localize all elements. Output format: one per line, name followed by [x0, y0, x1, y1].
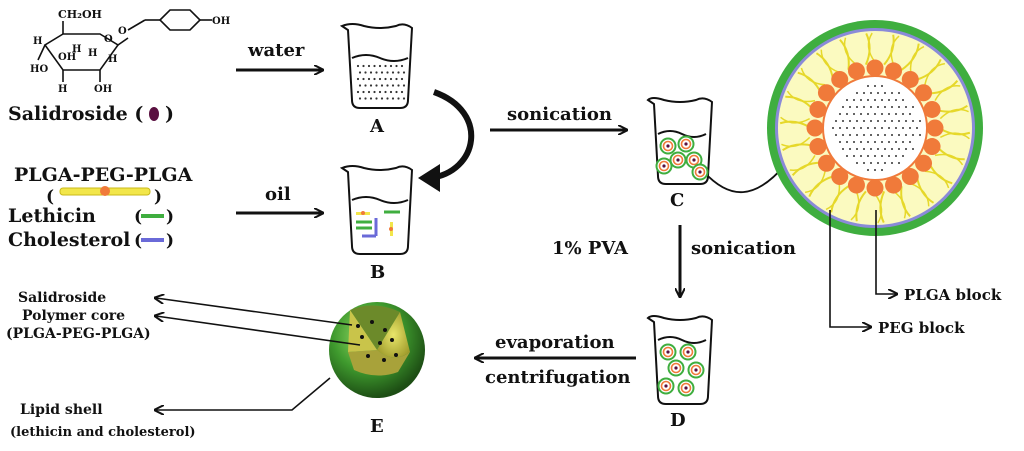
zoom-arrow — [703, 165, 785, 194]
oil-label: oil — [265, 184, 291, 205]
peg-block-label: PEG block — [878, 319, 965, 337]
polymer-core-detail: (PLGA-PEG-PLGA) — [6, 326, 151, 342]
salidroside-part-label: Salidroside — [18, 290, 106, 306]
beaker-b-label: B — [370, 262, 385, 283]
particle-e — [329, 302, 425, 398]
beaker-a-label: A — [369, 116, 385, 137]
plga-block-label: PLGA block — [904, 286, 1002, 304]
plga-peg-plga-label: PLGA-PEG-PLGA — [14, 164, 193, 186]
polymer-core-label: Polymer core — [22, 308, 125, 324]
lipid-shell-label: Lipid shell — [20, 402, 103, 418]
salidroside-dot — [149, 107, 159, 121]
paren-close: ) — [154, 187, 162, 207]
nanoparticle-cross-section — [767, 20, 983, 236]
core-leader — [156, 316, 361, 346]
svg-text:H: H — [58, 84, 67, 95]
lethicin-label: Lethicin — [8, 205, 96, 227]
ho-label: HO — [30, 64, 48, 75]
svg-text:(: ( — [134, 207, 142, 227]
pva-label: 1% PVA — [552, 238, 629, 259]
phenol-oh-label: OH — [212, 16, 230, 27]
svg-text:OH: OH — [58, 52, 76, 63]
curved-arrow — [429, 89, 475, 181]
salidroside-leader — [156, 298, 353, 326]
svg-text:O: O — [118, 26, 127, 37]
particle-e-label: E — [370, 416, 384, 437]
beaker-c-label: C — [670, 190, 684, 211]
svg-text:H: H — [88, 48, 97, 59]
copolymer-icon — [59, 186, 151, 196]
salidroside-label-close: ) — [165, 103, 174, 125]
ring-oxygen-label: O — [104, 34, 113, 45]
ch2oh-label: CH₂OH — [58, 8, 102, 21]
svg-text:H: H — [72, 44, 81, 55]
evaporation-label: evaporation — [495, 332, 615, 353]
beaker-d-label: D — [670, 410, 686, 431]
svg-text:H: H — [108, 54, 117, 65]
peg-leader — [829, 210, 870, 327]
plga-leader — [875, 210, 896, 294]
lipid-shell-detail: (lethicin and cholesterol) — [10, 425, 196, 440]
svg-text:): ) — [166, 207, 174, 227]
beaker-d — [646, 315, 714, 405]
h-label: H — [33, 36, 42, 47]
svg-text:OH: OH — [94, 84, 112, 95]
beaker-a — [339, 23, 414, 109]
paren-open: ( — [46, 187, 54, 207]
salidroside-structure: CH₂OH O O OH H HO OH H H OH H H — [30, 8, 230, 95]
svg-text:(: ( — [134, 231, 142, 251]
centrifugation-label: centrifugation — [485, 367, 630, 388]
salidroside-label: Salidroside ( — [8, 103, 143, 125]
sonication-label-1: sonication — [507, 104, 612, 125]
shell-leader — [156, 377, 331, 410]
cholesterol-label: Cholesterol — [8, 229, 130, 251]
water-label: water — [247, 40, 305, 61]
sonication-label-2: sonication — [691, 238, 796, 259]
svg-text:): ) — [166, 231, 174, 251]
beaker-c — [646, 97, 714, 185]
beaker-b — [339, 165, 414, 255]
